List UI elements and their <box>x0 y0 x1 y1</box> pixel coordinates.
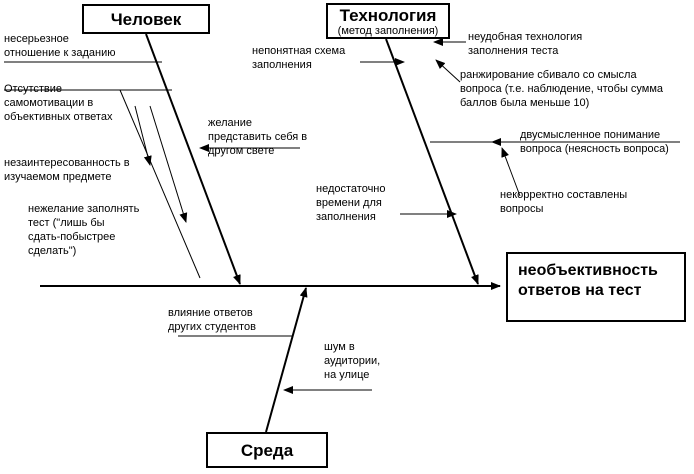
no-interest-arrow <box>134 105 152 166</box>
category-person-box: Человек <box>82 4 210 34</box>
ranking-arrow <box>435 59 461 83</box>
effect-box: необъективность ответов на тест <box>506 252 686 322</box>
category-environment-box: Среда <box>206 432 328 468</box>
cause-not-enough-time: недостаточно времени для заполнения <box>316 183 386 223</box>
cause-bad-questions: некорректно составлены вопросы <box>500 189 628 215</box>
unwilling-arrow <box>149 105 188 223</box>
person-branch-arrow <box>145 33 241 285</box>
effect-line-2: ответов на тест <box>518 282 642 299</box>
cause-inconvenient-technology: неудобная технология заполнения теста <box>468 31 583 57</box>
environment-branch-arrow <box>265 287 308 433</box>
cause-no-self-motivation: Отсутствие самомотивации в объективных о… <box>4 83 113 123</box>
cause-no-interest: незаинтересованность в изучаемом предмет… <box>4 157 130 183</box>
cause-other-students: влияние ответов других студентов <box>168 307 256 333</box>
cause-ambiguous-question: двусмысленное понимание вопроса (неяснос… <box>520 129 669 155</box>
effect-line-1: необъективность <box>518 262 658 279</box>
technology-branch-arrow <box>385 38 479 285</box>
category-person-title: Человек <box>110 9 182 29</box>
cause-self-image: желание представить себя в другом свете <box>208 117 308 157</box>
no-motivation-diagonal <box>119 89 201 279</box>
cause-noise: шум в аудитории, на улице <box>324 341 381 381</box>
bad-questions-arrow <box>501 147 521 197</box>
cause-frivolous-attitude: несерьезное отношение к заданию <box>4 33 116 59</box>
category-technology-subtitle: (метод заполнения) <box>337 24 439 37</box>
cause-unclear-scheme: непонятная схема заполнения <box>252 45 346 71</box>
category-technology-title: Технология <box>339 5 437 25</box>
category-environment-title: Среда <box>240 440 294 460</box>
cause-unwilling: нежелание заполнять тест ("лишь бы сдать… <box>28 203 140 257</box>
category-technology-box: Технология (метод заполнения) <box>326 3 450 39</box>
cause-ranking: ранжирование сбивало со смысла вопроса (… <box>460 69 664 109</box>
